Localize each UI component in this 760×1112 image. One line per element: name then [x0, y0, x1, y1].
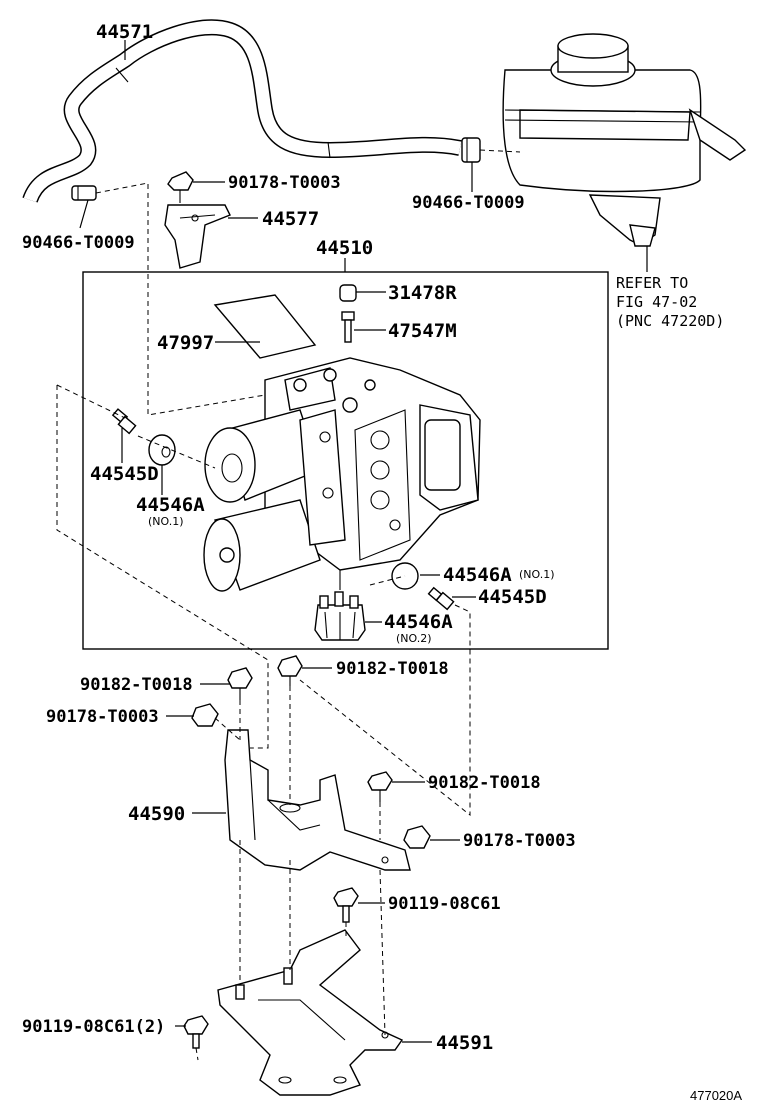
bolt-90182-c [367, 771, 393, 802]
label-44545D-left: 44545D [90, 463, 159, 485]
label-90182-b: 90182-T0018 [336, 659, 449, 679]
label-90178-mid: 90178-T0003 [46, 707, 159, 727]
bracket-44590 [224, 729, 411, 871]
label-44510: 44510 [316, 237, 373, 259]
reference-line-2: FIG 47-02 [616, 293, 697, 311]
label-90178-low: 90178-T0003 [463, 831, 576, 851]
label-90182-c: 90182-T0018 [428, 773, 541, 793]
bleeder-47547M [341, 311, 355, 343]
hose-clamp-left [71, 185, 97, 201]
label-44590: 44590 [128, 803, 185, 825]
label-31478R: 31478R [388, 282, 457, 304]
label-90119-single: 90119-08C61 [388, 894, 501, 914]
reference-line-3: (PNC 47220D) [616, 312, 724, 330]
label-90119-pair: 90119-08C61(2) [22, 1017, 165, 1037]
label-90178-top: 90178-T0003 [228, 173, 341, 193]
guide-lines [56, 149, 521, 1061]
plug-31478R [339, 284, 357, 302]
label-44546A-left: 44546A [136, 494, 205, 516]
label-44577: 44577 [262, 208, 319, 230]
figure-id: 477020A [690, 1088, 742, 1103]
label-47547M: 47547M [388, 320, 457, 342]
brake-fluid-reservoir [502, 33, 747, 272]
label-44546A-right-sub: (NO.1) [519, 568, 555, 581]
label-90466-right: 90466-T0009 [412, 193, 525, 213]
leader-lines [79, 40, 476, 1043]
bracket-44591 [217, 929, 404, 1096]
cushion-44546A-no2 [314, 591, 366, 641]
grommet-bolt-44545D-left [111, 408, 137, 435]
cushion-44546A-left [148, 434, 176, 466]
abs-actuator-assembly [203, 357, 481, 592]
label-90466-left: 90466-T0009 [22, 233, 135, 253]
label-44546A-right: 44546A [443, 564, 512, 586]
label-44545D-right: 44545D [478, 586, 547, 608]
reference-line-1: REFER TO [616, 274, 688, 292]
bolt-90178-top [167, 171, 194, 203]
bracket-44577 [164, 204, 231, 269]
label-44546A-left-sub: (NO.1) [148, 515, 184, 528]
label-47997: 47997 [157, 332, 214, 354]
label-44591: 44591 [436, 1032, 493, 1054]
bolt-90182-a [227, 667, 253, 700]
bolt-90119-single [333, 887, 359, 923]
bolt-90182-b [277, 655, 303, 686]
label-44546A-no2: 44546A [384, 611, 453, 633]
brake-hose-44571 [22, 19, 462, 204]
nut-90178-c [403, 825, 431, 849]
label-44546A-no2-sub: (NO.2) [396, 632, 432, 645]
bolt-90119-pair [183, 1015, 209, 1049]
label-90182-a: 90182-T0018 [80, 675, 193, 695]
hose-clamp-right [461, 137, 481, 163]
nut-90178-b [191, 703, 219, 727]
label-47997 [213, 294, 317, 359]
grommet-bolt-44545D-right [427, 586, 455, 611]
label-44571: 44571 [96, 21, 153, 43]
